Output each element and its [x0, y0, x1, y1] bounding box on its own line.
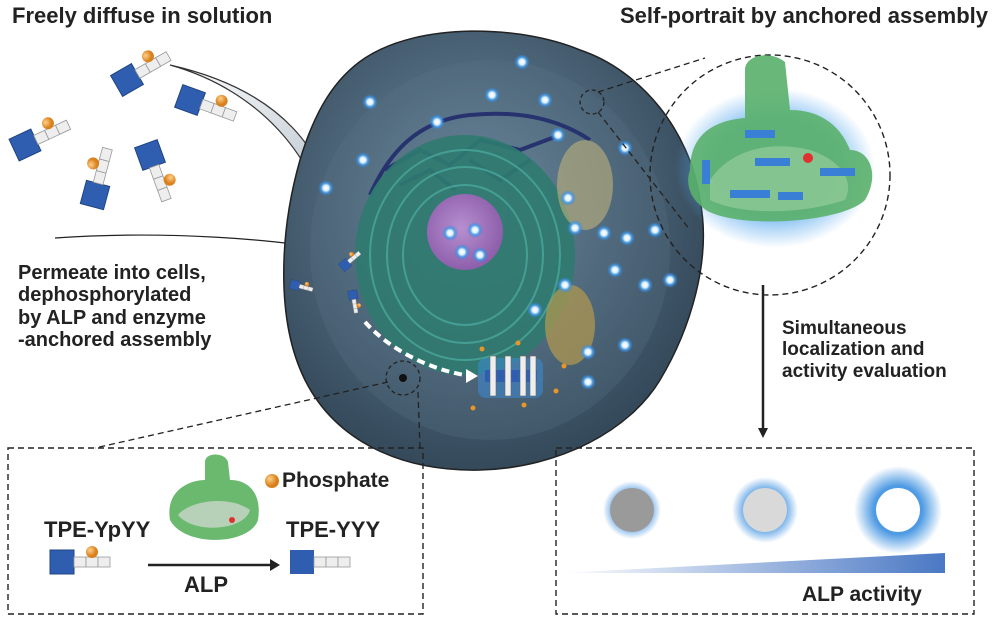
fluorescent-dot — [362, 94, 378, 110]
fluorescent-dot — [619, 230, 635, 246]
zoom-circle — [649, 54, 891, 296]
fluorescent-dot — [560, 190, 576, 206]
fluorescent-dot — [637, 277, 653, 293]
activity-axis-label: ALP activity — [802, 583, 922, 606]
fluorescent-dot — [514, 54, 530, 70]
right-caption-line: Simultaneous — [782, 318, 907, 339]
left-caption-line: by ALP and enzyme — [18, 306, 206, 329]
activity-dot — [610, 488, 654, 532]
fluorescent-dot — [484, 87, 500, 103]
fluorescent-dot — [662, 272, 678, 288]
fluorescent-dot — [527, 302, 543, 318]
active-site — [803, 153, 813, 163]
fluorescent-dot — [442, 225, 458, 241]
activity-level-1 — [603, 481, 661, 539]
assembly-path-arrow — [363, 320, 471, 378]
activity-level-3 — [854, 466, 942, 554]
fluorescent-dot — [472, 247, 488, 263]
fluorescent-dot — [617, 337, 633, 353]
fluorescent-dot — [454, 244, 470, 260]
left-caption-line: Permeate into cells, — [18, 262, 206, 284]
mitochondrion-1 — [557, 140, 613, 230]
zoom-marker-bottom — [385, 360, 421, 396]
right-caption-line: activity evaluation — [782, 360, 947, 382]
fluorescent-dots — [318, 54, 678, 390]
free-molecules — [6, 41, 242, 211]
fluorescent-dot — [607, 262, 623, 278]
phosphate-legend-dot — [265, 474, 279, 488]
fluorescent-dot — [467, 222, 483, 238]
anchored-enzyme-assembly — [675, 55, 875, 248]
fluorescent-dot — [647, 222, 663, 238]
product-label: TPE-YYY — [286, 517, 381, 542]
zoom-marker-top — [579, 89, 605, 115]
left-caption-line: dephosphorylated — [18, 284, 192, 307]
right-caption-line: localization and — [782, 339, 925, 361]
fluorescent-dot — [557, 277, 573, 293]
fluorescent-dot — [429, 114, 445, 130]
substrate-molecule — [49, 545, 111, 575]
fluorescent-dot — [580, 344, 596, 360]
activity-gradient-wedge — [560, 553, 945, 573]
activity-circles — [603, 466, 942, 554]
fluorescent-dot — [580, 374, 596, 390]
product-molecule — [290, 550, 351, 574]
fluorescent-dot — [596, 225, 612, 241]
cell — [283, 30, 705, 471]
fluorescent-dot — [550, 127, 566, 143]
phosphate-legend-label: Phosphate — [282, 469, 390, 492]
left-caption-line: -anchored assembly — [18, 329, 212, 352]
enzyme-label: ALP — [184, 572, 228, 597]
activity-level-2 — [732, 477, 798, 543]
enzyme-alp — [169, 454, 259, 540]
activity-panel — [555, 447, 975, 615]
mitochondrion-2 — [545, 285, 595, 365]
title-free-diffusion: Freely diffuse in solution — [12, 3, 273, 28]
activity-dot — [743, 488, 787, 532]
fluorescent-dot — [537, 92, 553, 108]
left-caption: Permeate into cells, dephosphorylated by… — [18, 262, 211, 352]
fluorescent-dot — [318, 180, 334, 196]
released-phosphates — [470, 340, 567, 411]
title-self-portrait: Self-portrait by anchored assembly — [620, 3, 988, 28]
fluorescent-dot — [355, 152, 371, 168]
fluorescent-dot — [567, 220, 583, 236]
right-caption: Simultaneous localization and activity e… — [782, 318, 947, 382]
cell-assembly — [478, 355, 543, 398]
activity-dot — [876, 488, 920, 532]
substrate-label: TPE-YpYY — [44, 517, 151, 542]
